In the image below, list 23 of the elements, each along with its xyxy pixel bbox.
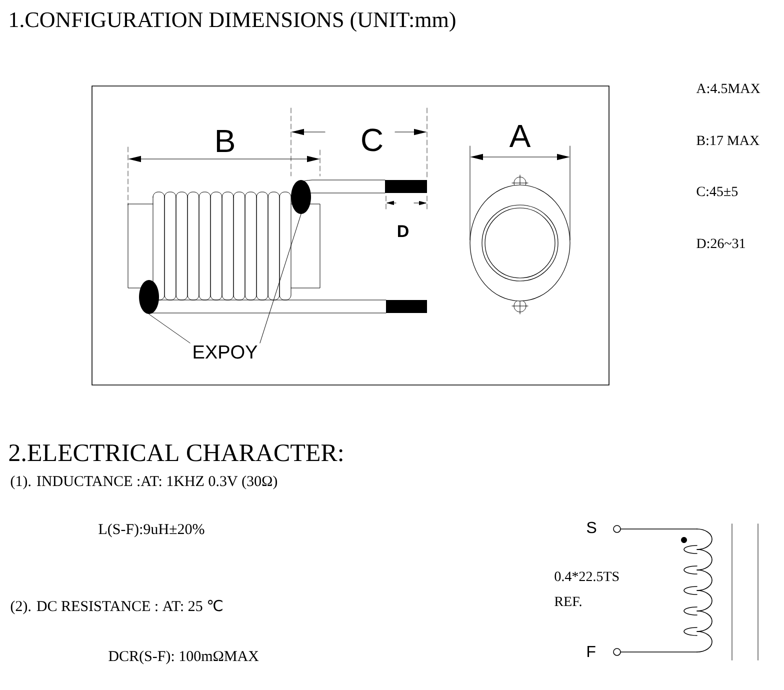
dimension-letter: A <box>509 125 531 147</box>
callout-text: EXPOY <box>194 345 258 359</box>
dimension-letter: B <box>216 130 234 152</box>
dimension-value: B:17 MAX <box>696 136 760 146</box>
test-condition: (1). INDUCTANCE :AT: 1KHZ 0.3V (30Ω) <box>10 476 278 490</box>
dimension-letter: C <box>362 128 382 152</box>
dimension-value: C:45±5 <box>696 186 738 196</box>
epoxy-blob <box>139 280 159 314</box>
heading: 2.ELECTRICAL CHARACTER: <box>9 444 342 462</box>
dimension-value: A:4.5MAX <box>696 84 760 94</box>
spec-value: L(S-F):9uH±20% <box>98 524 204 538</box>
dimension-value: D:26~31 <box>696 238 745 248</box>
test-condition: (2). DC RESISTANCE : AT: 25 ℃ <box>10 600 222 614</box>
leader-line <box>148 314 190 344</box>
terminal-label: S <box>586 522 596 534</box>
winding-note: 0.4*22.5TS <box>554 572 619 582</box>
epoxy-blob <box>291 180 311 214</box>
winding-note: REF. <box>554 596 582 606</box>
leader-line <box>260 214 302 344</box>
spec-value: DCR(S-F): 100mΩMAX <box>108 650 259 664</box>
heading: 1.CONFIGURATION DIMENSIONS (UNIT:mm) <box>10 12 456 32</box>
dimension-letter: D <box>398 225 408 237</box>
terminal-label: F <box>588 646 596 657</box>
